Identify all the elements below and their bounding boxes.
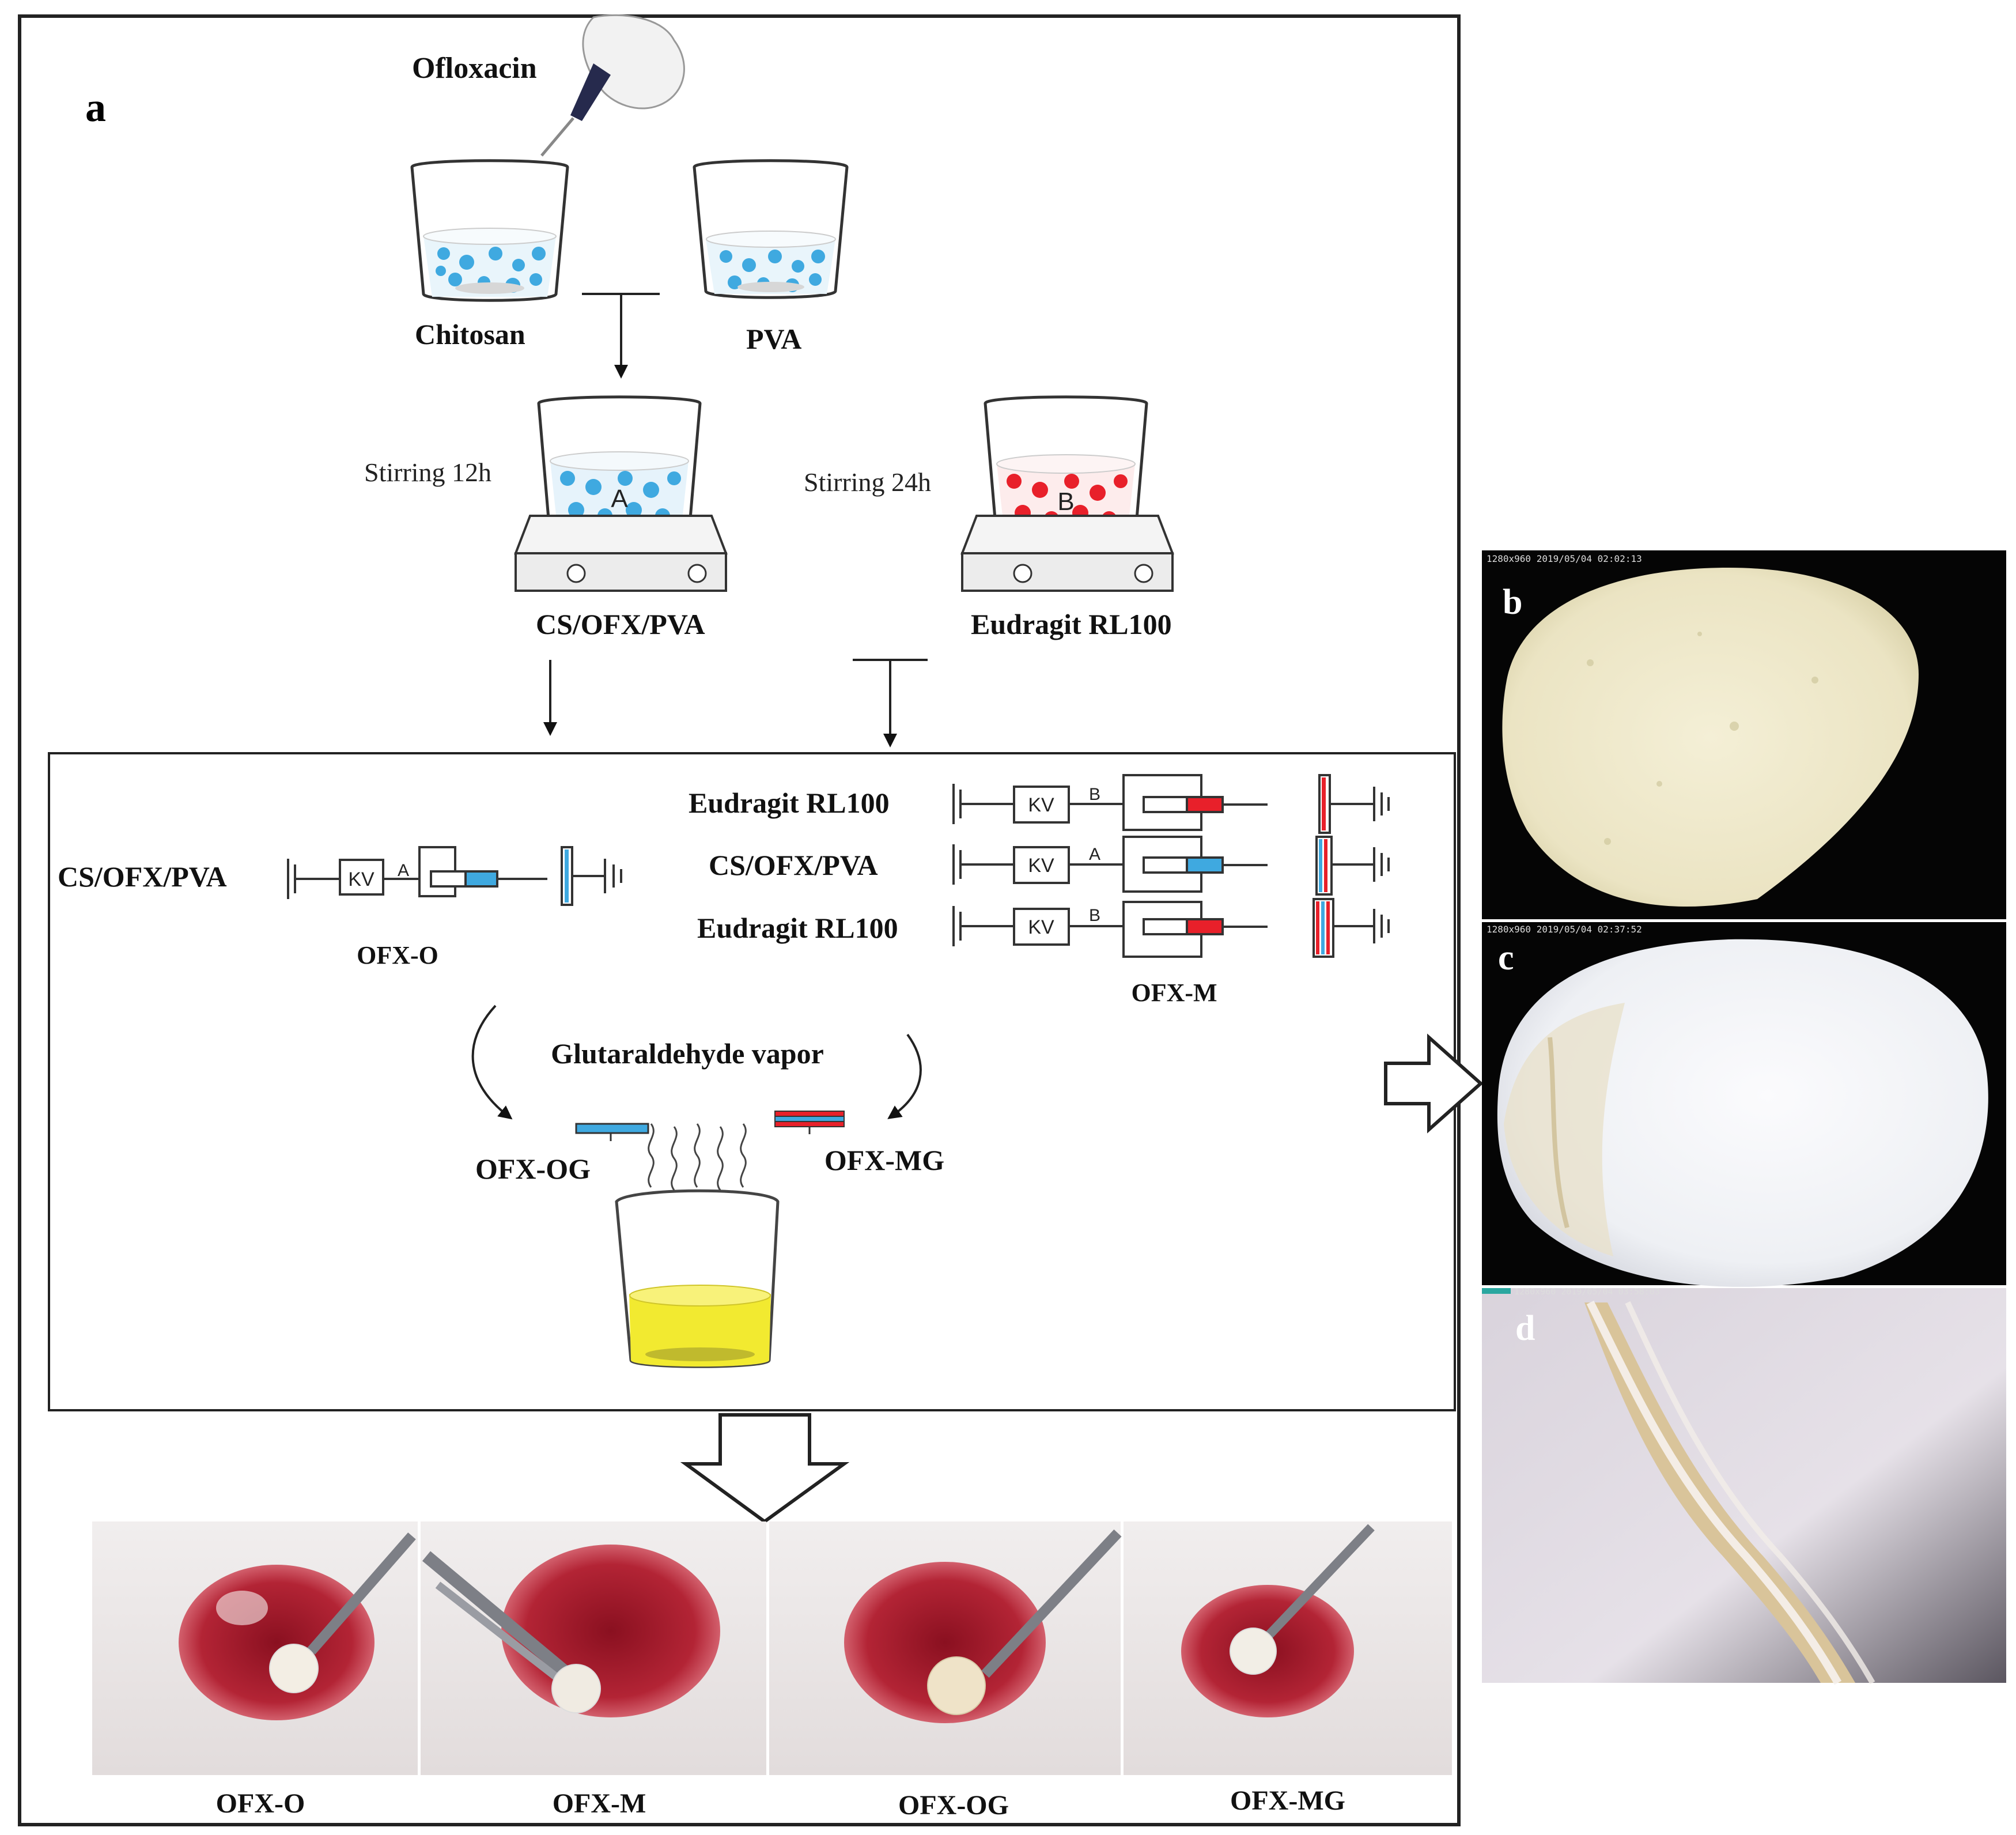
micrograph-d-stamp: 1280x960 2019/05/04 03:58:03 (1514, 1286, 1660, 1297)
chitosan-label: Chitosan (415, 318, 525, 350)
micrograph-d (1482, 1288, 2006, 1685)
spin-row-3: Eudragit RL100 KV B (697, 898, 1390, 958)
photo-ofx-og (769, 1521, 1122, 1775)
left-letter: A (398, 861, 409, 880)
chitosan-beaker (410, 159, 569, 302)
pva-label: PVA (746, 323, 801, 355)
beaker-b-letter: B (1057, 488, 1074, 516)
photo-caption-ofx-mg: OFX-MG (1230, 1785, 1345, 1816)
ofloxacin-label: Ofloxacin (412, 52, 537, 85)
spin-row-3-letter: B (1089, 906, 1100, 925)
mg-film (774, 1111, 845, 1134)
curve-arrow-left (471, 1005, 513, 1120)
ofx-mg-label: OFX-MG (824, 1144, 944, 1176)
spin-row-3-label: Eudragit RL100 (697, 912, 898, 944)
spin-row-1-label: Eudragit RL100 (689, 787, 890, 819)
pipette-hand-icon (540, 14, 685, 157)
panel-label-b: b (1503, 583, 1522, 622)
photo-caption-ofx-og: OFX-OG (898, 1790, 1009, 1821)
left-kv: KV (348, 869, 375, 890)
photo-ofx-mg (1124, 1521, 1452, 1775)
stirring-24h-label: Stirring 24h (804, 467, 931, 497)
micrograph-c-stamp: 1280x960 2019/05/04 02:37:52 (1487, 924, 1642, 935)
panel-label-a: a (85, 84, 106, 130)
spin-row-1-kv: KV (1028, 794, 1054, 816)
ofx-o-label: OFX-O (357, 941, 438, 969)
spin-row-3-kv: KV (1028, 916, 1054, 938)
panel-label-c: c (1498, 938, 1514, 977)
micrograph-b (1482, 550, 2006, 919)
ofx-og-label: OFX-OG (475, 1153, 591, 1185)
photo-caption-ofx-m: OFX-M (553, 1788, 646, 1819)
ofx-m-label: OFX-M (1131, 979, 1217, 1007)
glutaraldehyde-label: Glutaraldehyde vapor (551, 1037, 824, 1070)
spin-row-1: Eudragit RL100 KV B (689, 774, 1390, 834)
curve-arrow-right (887, 1033, 922, 1119)
photo-ofx-m (421, 1521, 766, 1775)
panel-label-d: d (1515, 1309, 1535, 1348)
spin-row-2-kv: KV (1028, 855, 1054, 877)
spin-row-1-letter: B (1089, 785, 1100, 804)
left-electrospin-setup (287, 846, 622, 906)
beaker-a-letter: A (611, 485, 628, 513)
vapor-wave-icon (648, 1123, 747, 1191)
glutaraldehyde-beaker (615, 1189, 780, 1368)
stirring-12h-label: Stirring 12h (364, 458, 491, 487)
main-frame (18, 14, 1461, 1826)
left-spin-label: CS/OFX/PVA (58, 860, 227, 893)
spin-row-2-letter: A (1089, 845, 1100, 864)
stirring-beaker-a (514, 395, 728, 592)
micrograph-c (1482, 922, 2006, 1287)
right-hollow-arrow (1384, 1033, 1484, 1134)
pva-beaker (693, 159, 849, 299)
photo-caption-ofx-o: OFX-O (216, 1788, 305, 1819)
micrograph-b-stamp: 1280x960 2019/05/04 02:02:13 (1487, 553, 1642, 564)
spin-row-2-label: CS/OFX/PVA (709, 849, 878, 881)
spin-row-2: CS/OFX/PVA KV A (709, 836, 1390, 896)
photo-ofx-o (92, 1521, 418, 1775)
eudragit-label: Eudragit RL100 (971, 608, 1172, 640)
micrograph-d-toolbar (1482, 1288, 1511, 1294)
og-film (575, 1123, 649, 1141)
down-hollow-arrow (680, 1413, 850, 1524)
stirring-beaker-b (960, 395, 1174, 592)
cs-ofx-pva-label: CS/OFX/PVA (536, 608, 705, 640)
